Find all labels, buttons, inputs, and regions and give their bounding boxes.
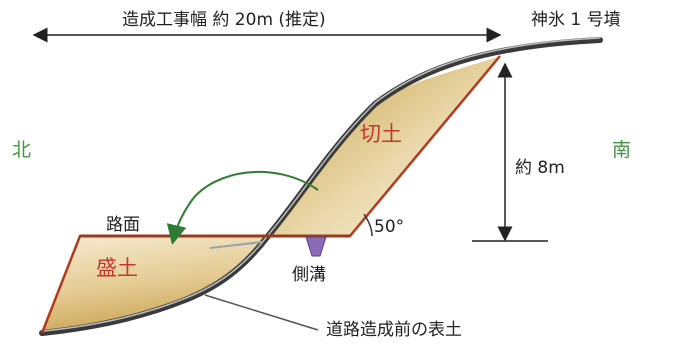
north-label: 北 bbox=[12, 139, 31, 161]
cut-label: 切土 bbox=[360, 122, 402, 146]
buried-ground-hint bbox=[209, 241, 263, 249]
south-label: 南 bbox=[612, 139, 631, 161]
soil-transfer-arrow bbox=[166, 170, 319, 245]
height-label: 約 8m bbox=[515, 158, 565, 178]
mound-label: 神氷 1 号墳 bbox=[531, 10, 621, 30]
angle-arc bbox=[363, 213, 373, 237]
ditch-label: 側溝 bbox=[292, 265, 326, 285]
fill-zone bbox=[42, 236, 268, 333]
fill-label: 盛土 bbox=[96, 256, 138, 280]
ditch-shape bbox=[305, 236, 327, 257]
original-ground-highlight bbox=[43, 37, 601, 332]
road-label: 路面 bbox=[106, 215, 140, 235]
angle-label: 50° bbox=[374, 217, 404, 237]
original-ground-label: 道路造成前の表土 bbox=[326, 320, 462, 340]
width-label: 造成工事幅 約 20m (推定) bbox=[122, 10, 326, 30]
ground-leader-line bbox=[204, 294, 319, 331]
cut-zone bbox=[268, 56, 500, 236]
